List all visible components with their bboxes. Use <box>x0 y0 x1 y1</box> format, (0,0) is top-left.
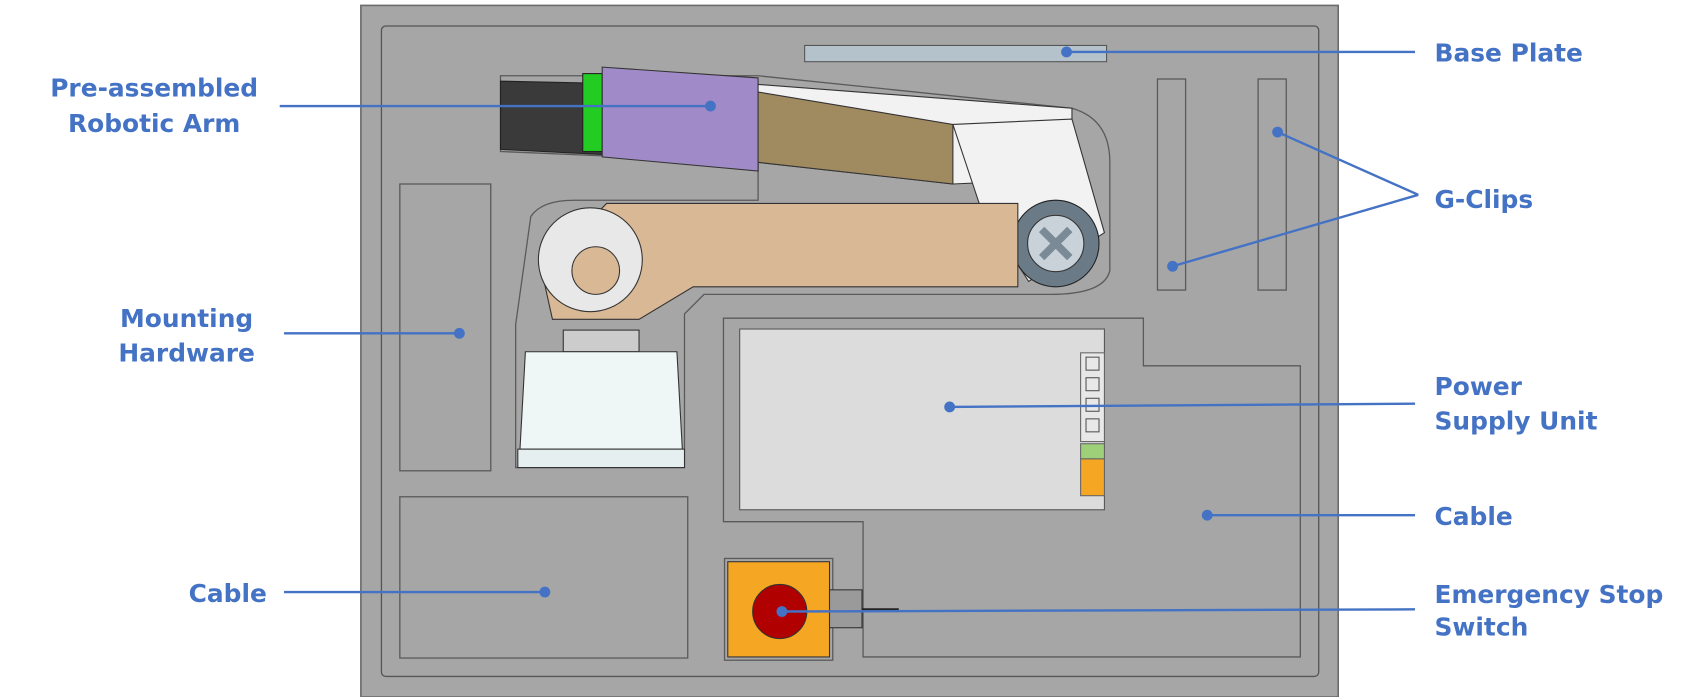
label-robotic-arm-line1: Pre-assembled <box>50 73 258 102</box>
g-clip-slot-1 <box>1156 78 1187 291</box>
label-g-clips: G-Clips <box>1435 185 1534 214</box>
cable-left-slot <box>399 496 689 659</box>
label-emergency-stop-line2: Switch <box>1435 612 1529 641</box>
label-emergency-stop-line1: Emergency Stop <box>1435 580 1664 609</box>
robotic-arm <box>499 66 1106 469</box>
label-mounting-hardware-line1: Mounting <box>120 304 253 333</box>
estop-connector <box>828 589 863 629</box>
label-power-supply-line2: Supply Unit <box>1435 407 1598 436</box>
base-plate <box>804 44 1108 63</box>
label-cable-right: Cable <box>1435 502 1513 531</box>
label-robotic-arm-line2: Robotic Arm <box>68 109 240 138</box>
label-mounting-hardware-line2: Hardware <box>118 338 255 367</box>
g-clip-slot-2 <box>1257 78 1287 291</box>
psu-terminals <box>1080 352 1105 497</box>
power-supply-unit <box>739 328 1105 511</box>
mounting-hardware-slot <box>399 183 492 472</box>
label-base-plate: Base Plate <box>1435 39 1583 68</box>
label-power-supply-line1: Power <box>1435 372 1523 401</box>
label-cable-left: Cable <box>189 579 267 608</box>
